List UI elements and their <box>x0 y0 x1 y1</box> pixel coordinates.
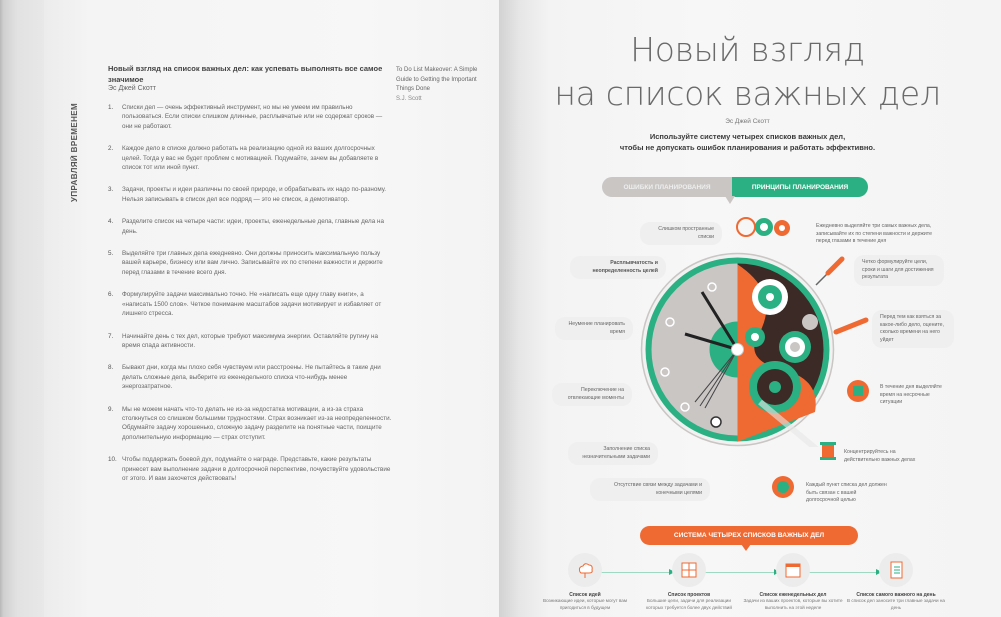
spool-icon <box>820 442 836 460</box>
tip-item: 6. Формулируйте задачи максимально точно.… <box>108 290 393 318</box>
tip-number: 10. <box>108 456 117 464</box>
left-page <box>44 0 499 617</box>
tip-text: Бывают дни, когда мы плохо себя чувствуе… <box>122 364 381 391</box>
mistake-callout: Заполнение списка незначительными задача… <box>568 442 658 465</box>
checklist-icon <box>879 553 913 587</box>
mistake-callout: Переключение на отвлекающие моменты <box>552 383 632 406</box>
step-daily: Список самого важного на день В список д… <box>846 553 946 611</box>
tip-number: 7. <box>108 332 114 340</box>
step-desc: Возникающие идеи, которые могут вам приг… <box>543 598 627 610</box>
cloud-idea-icon <box>568 553 602 587</box>
tip-text: Мы не можем начать что-то делать не из-з… <box>122 405 392 441</box>
tip-text: Каждое дело в списке должно работать на … <box>122 145 379 172</box>
subtitle-line: чтобы не допускать ошибок планирования и… <box>619 143 876 152</box>
clock-icon <box>640 252 835 455</box>
tip-item: 2. Каждое дело в списке должно работать н… <box>108 144 393 172</box>
summary-heading: Новый взгляд на список важных дел: как у… <box>108 64 383 84</box>
tip-text: Формулируйте задачи максимально точно. Н… <box>122 291 382 318</box>
screwdriver-icon <box>815 256 845 286</box>
tip-number: 3. <box>108 186 114 194</box>
tip-text: Чтобы поддержать боевой дух, подумайте о… <box>122 456 391 482</box>
tip-text: Выделяйте три главных дела ежедневно. Он… <box>122 250 383 276</box>
mistake-callout: Слишком пространные списки <box>640 222 722 245</box>
gear-orange-icon <box>847 380 869 402</box>
step-desc: В список дел заносите три главные задачи… <box>847 598 945 610</box>
tip-number: 2. <box>108 145 114 153</box>
tip-text: Разделите список на четыре части: идеи, … <box>122 218 384 235</box>
tip-item: 8. Бывают дни, когда мы плохо себя чувств… <box>108 363 393 391</box>
tip-text: Задачи, проекты и идеи различны по своей… <box>122 186 387 203</box>
step-desc: Задачи из ваших проектов, которые вы хот… <box>743 598 843 610</box>
tip-text: Начинайте день с тех дел, которые требую… <box>122 332 378 349</box>
wrench-icon <box>833 317 869 335</box>
system-banner: Система четырех списков важных дел <box>640 526 858 545</box>
principle-callout: Ежедневно выделяйте три самых важных дел… <box>816 223 932 244</box>
tip-item: 5. Выделяйте три главных дела ежедневно. … <box>108 249 393 277</box>
tip-number: 9. <box>108 405 114 413</box>
tip-number: 6. <box>108 291 114 299</box>
source-title-line: Things Done <box>396 86 431 92</box>
tip-item: 1. Списки дел — очень эффективный инструм… <box>108 103 393 131</box>
infographic-author: Эс Джей Скотт <box>725 118 770 125</box>
source-title-line: To Do List Makeover: A Simple <box>396 67 478 73</box>
tip-number: 1. <box>108 104 114 111</box>
principle-callout: Четко формулируйте цели, сроки и шаги дл… <box>854 255 944 286</box>
infographic-title: Новый взгляд на список важных дел <box>520 28 975 116</box>
step-title: Список идей <box>569 592 601 598</box>
source-author: S.J. Scott <box>396 95 422 102</box>
step-title: Список проектов <box>667 592 711 598</box>
title-line: на список важных дел <box>554 74 941 113</box>
principle-callout: Концентрируйтесь на действительно важных… <box>844 449 916 463</box>
infographic-subtitle: Используйте систему четырех списков важн… <box>540 131 955 153</box>
mistake-callout: Отсутствие связи между задачами и конечн… <box>590 478 710 501</box>
projects-icon <box>672 553 706 587</box>
mistake-callout: Неумение планировать время <box>555 317 633 340</box>
tip-number: 4. <box>108 218 114 226</box>
book-edge <box>0 0 44 617</box>
step-title: Список еженедельных дел <box>759 592 827 598</box>
four-lists-steps: Список идей Возникающие идеи, которые мо… <box>543 553 968 617</box>
clock-gears-illustration <box>640 252 835 455</box>
source-note: To Do List Makeover: A Simple Guide to G… <box>396 66 496 104</box>
tip-item: 7. Начинайте день с тех дел, которые треб… <box>108 332 393 351</box>
summary-author: Эс Джей Скотт <box>108 85 156 92</box>
calendar-icon <box>776 553 810 587</box>
source-title-line: Guide to Getting the Important <box>396 76 477 83</box>
banner-pointer <box>741 544 751 551</box>
mistake-callout: Расплывчатость и неопределенность целей <box>570 256 666 279</box>
title-line: Новый взгляд <box>630 30 865 69</box>
principle-callout: Перед тем как взяться за какое-либо дело… <box>872 310 954 348</box>
tips-list: 1. Списки дел — очень эффективный инструм… <box>108 103 393 496</box>
tip-number: 5. <box>108 250 114 258</box>
subtitle-line: Используйте систему четырех списков важн… <box>649 132 846 141</box>
step-ideas: Список идей Возникающие идеи, которые мо… <box>535 553 635 611</box>
tab-planning-mistakes: Ошибки планирования <box>602 177 732 197</box>
section-label: Управляй временем <box>70 102 79 202</box>
step-desc: Большие цели, задачи для реализации кото… <box>646 598 732 610</box>
planning-tabs: Ошибки планирования Принципы планировани… <box>602 177 868 197</box>
tip-item: 10. Чтобы поддержать боевой дух, подумайт… <box>108 455 393 483</box>
step-title: Список самого важного на день <box>856 592 936 598</box>
pendant-gear-icon <box>772 476 794 498</box>
tab-pointer <box>725 196 735 204</box>
tip-item: 9. Мы не можем начать что-то делать не из… <box>108 405 393 443</box>
tip-item: 3. Задачи, проекты и идеи различны по сво… <box>108 185 393 204</box>
step-weekly: Список еженедельных дел Задачи из ваших … <box>743 553 843 611</box>
steps-connector <box>588 572 908 573</box>
principle-callout: В течение дня выделяйте время на несрочн… <box>880 384 942 405</box>
tab-planning-principles: Принципы планирования <box>732 177 868 197</box>
tip-text: Списки дел — очень эффективный инструмен… <box>122 104 383 130</box>
tip-number: 8. <box>108 364 114 372</box>
gears-icon <box>736 217 790 237</box>
step-projects: Список проектов Большие цели, задачи для… <box>639 553 739 611</box>
principle-callout: Каждый пункт списка дел должен быть связ… <box>806 482 887 503</box>
tip-item: 4. Разделите список на четыре части: идеи… <box>108 217 393 236</box>
